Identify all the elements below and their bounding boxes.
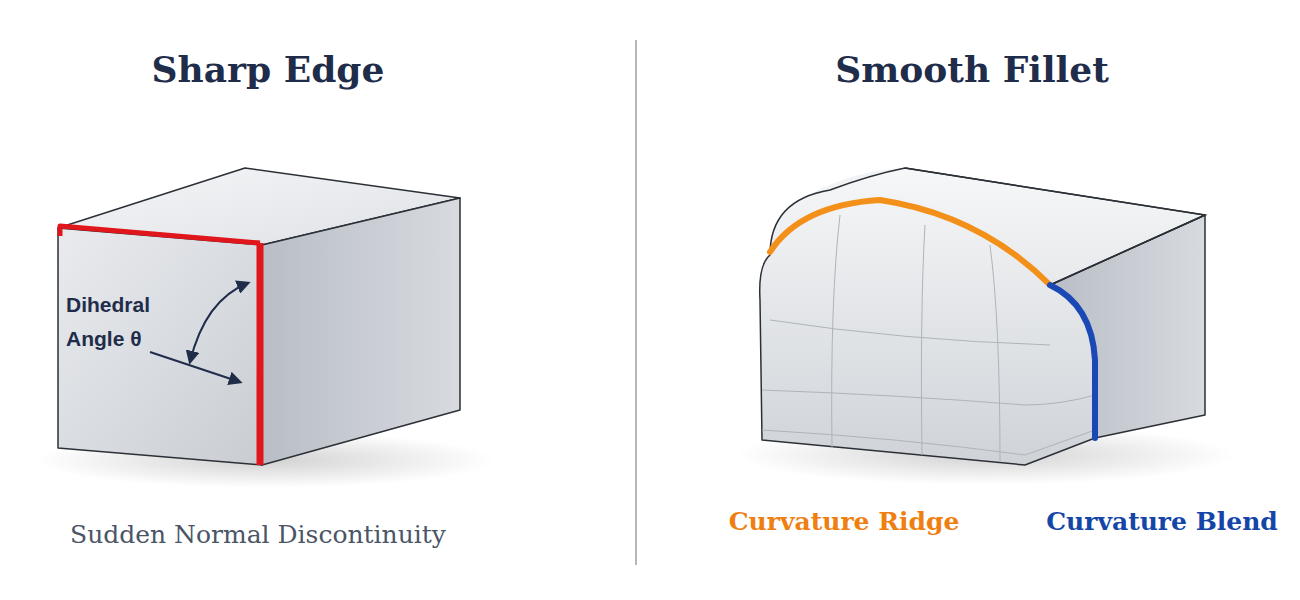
angle-label: Dihedral Angle θ: [66, 288, 166, 355]
caption-note: Sudden Normal Discontinuity: [70, 520, 446, 550]
blend-label: Curvature Blend: [1046, 507, 1278, 537]
panel-heading: Smooth Fillet: [835, 48, 1109, 91]
ridge-label: Curvature Ridge: [729, 507, 960, 537]
panel-heading: Sharp Edge: [152, 48, 385, 91]
